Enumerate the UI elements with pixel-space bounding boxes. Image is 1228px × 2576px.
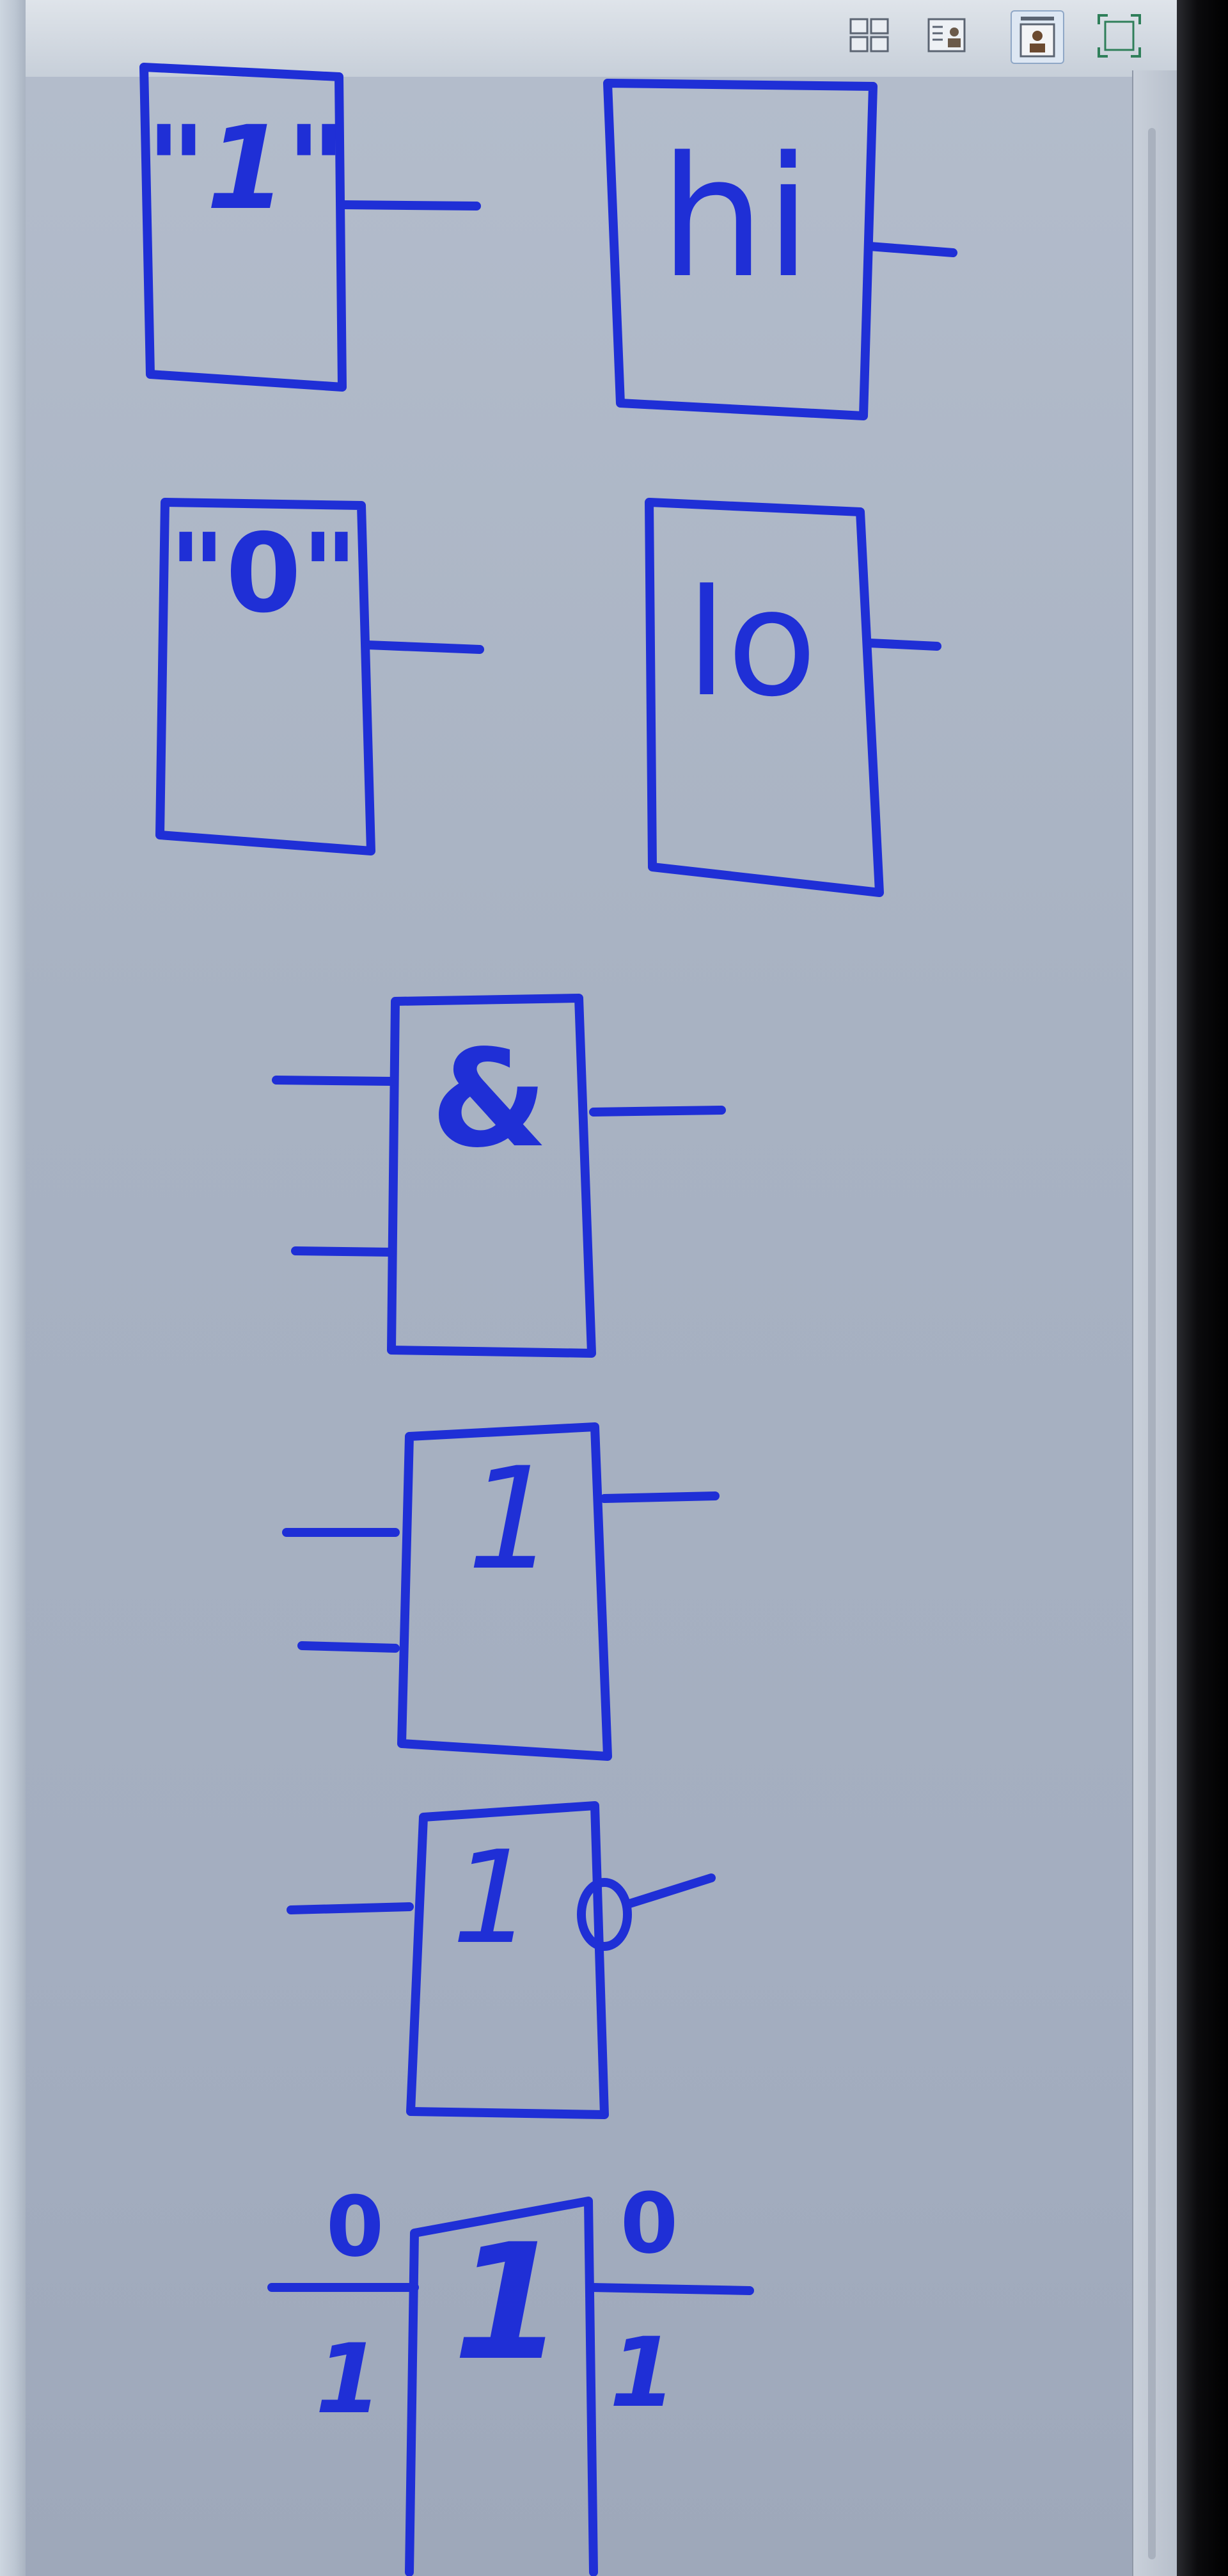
signal-gate <box>267 2197 754 2576</box>
window-left-frame <box>0 0 26 2576</box>
and-gate <box>272 994 726 1358</box>
const-zero-box <box>155 498 375 855</box>
signal-label: 1 <box>453 2209 564 2396</box>
or-gate-box <box>397 1422 612 1761</box>
lo-symbol <box>645 498 941 897</box>
lo-box <box>645 498 884 897</box>
vertical-scrollbar[interactable] <box>1148 128 1156 2559</box>
input-low-label: 0 <box>326 2178 384 2275</box>
fit-to-screen-icon <box>1098 14 1141 58</box>
const-one-box <box>139 63 347 392</box>
const-zero-output <box>363 640 484 654</box>
const-one-output <box>338 200 481 211</box>
const-one-label: "1" <box>146 102 347 235</box>
contact-card-icon <box>927 18 966 52</box>
lo-output <box>865 639 941 651</box>
signal-gate-box <box>405 2197 598 2576</box>
output-low-label: 0 <box>620 2175 678 2272</box>
nor-label: 1 <box>452 1824 533 1973</box>
and-output <box>589 1106 726 1117</box>
const-zero-symbol <box>155 498 484 855</box>
nor-inversion-bubble <box>577 1878 632 1951</box>
or-label: 1 <box>467 1437 556 1601</box>
contact-card-button[interactable] <box>921 10 972 61</box>
person-view-button[interactable] <box>1011 10 1064 64</box>
person-view-icon <box>1019 17 1055 58</box>
hi-label: hi <box>659 122 811 315</box>
and-input-a <box>272 1076 396 1086</box>
const-zero-label: "0" <box>169 511 358 637</box>
output-high-label: 1 <box>610 2318 676 2429</box>
or-input-b <box>297 1641 400 1653</box>
and-gate-box <box>387 994 596 1358</box>
input-high-label: 1 <box>315 2324 382 2435</box>
nor-input <box>287 1902 414 1914</box>
view-toolbar <box>844 4 1177 68</box>
or-output <box>600 1491 720 1503</box>
signal-output <box>587 2283 754 2295</box>
nor-output <box>626 1873 716 1908</box>
or-gate <box>282 1422 720 1761</box>
hi-output <box>865 242 957 257</box>
nor-gate-box <box>406 1801 609 2119</box>
const-one-symbol <box>139 63 481 392</box>
lo-label: lo <box>686 559 817 729</box>
screen-bezel <box>1177 0 1228 2576</box>
hi-symbol <box>603 79 957 420</box>
grid-layout-button[interactable] <box>844 10 895 61</box>
drawing-canvas[interactable] <box>26 0 1132 2576</box>
top-toolbar-strip <box>26 0 1177 77</box>
nor-gate <box>287 1801 716 2119</box>
and-label: & <box>430 1021 547 1177</box>
grid-layout-icon <box>849 18 889 52</box>
fit-to-screen-button[interactable] <box>1094 10 1145 61</box>
hi-box <box>603 79 878 420</box>
and-input-b <box>291 1246 396 1257</box>
